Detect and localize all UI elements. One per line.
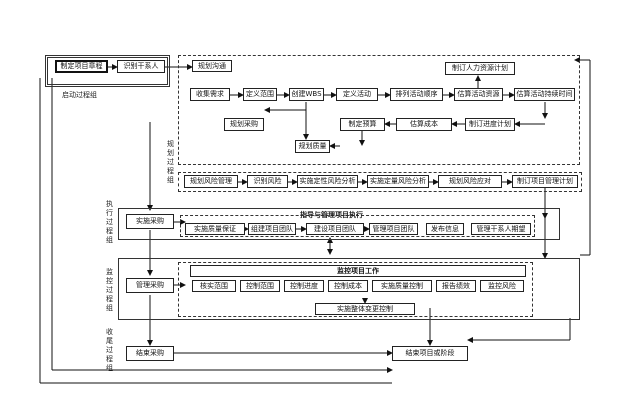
plan-procurement-box: 规划采购 — [224, 118, 264, 131]
schedule-box: 制订进度计划 — [465, 118, 515, 131]
resources-box: 估算活动资源 — [454, 88, 503, 101]
requirements-box: 收集需求 — [190, 88, 230, 101]
plan-quality-box: 规划质量 — [295, 140, 330, 153]
monitoring-label: 监控过程组 — [106, 268, 113, 312]
monitoring-inner-frame — [178, 262, 533, 317]
executing-frame — [118, 208, 560, 240]
risk-response-box: 规划风险应对 — [438, 175, 502, 188]
report-performance-box: 报告绩效 — [436, 280, 476, 292]
verify-scope-box: 核实范围 — [192, 280, 236, 292]
admin-procurement-box: 管理采购 — [126, 278, 174, 293]
closing-label: 收尾过程组 — [106, 328, 113, 372]
hr-plan-box: 制订人力资源计划 — [445, 62, 515, 75]
integrated-change-box: 实施整体变更控制 — [315, 303, 415, 315]
budget-box: 制定预算 — [340, 118, 385, 131]
manage-team-box: 管理项目团队 — [369, 223, 418, 235]
qual-risk-box: 实施定性风险分析 — [297, 175, 358, 188]
executing-label: 执行过程组 — [106, 200, 113, 244]
control-schedule-box: 控制进度 — [284, 280, 324, 292]
direct-manage-title: 指导与管理项目执行 — [300, 211, 363, 219]
risk-frame — [178, 172, 582, 192]
develop-charter-box: 制定项目章程 — [55, 60, 108, 73]
estimate-cost-box: 估算成本 — [396, 118, 452, 131]
risk-mgmt-box: 规划风险管理 — [184, 175, 238, 188]
distribute-info-box: 发布信息 — [426, 223, 464, 235]
conduct-procurement-box: 实施采购 — [126, 214, 174, 229]
monitoring-frame — [118, 258, 580, 320]
close-project-box: 结束项目或阶段 — [392, 346, 468, 361]
stakeholder-expectations-box: 管理干系人期望 — [471, 223, 531, 235]
control-cost-box: 控制成本 — [328, 280, 368, 292]
plan-comm-box: 规划沟通 — [192, 60, 232, 72]
acquire-team-box: 组建项目团队 — [248, 223, 296, 235]
pm-plan-box: 制订项目管理计划 — [512, 175, 578, 188]
control-scope-box: 控制范围 — [240, 280, 280, 292]
sequence-box: 排列活动顺序 — [390, 88, 443, 101]
activities-box: 定义活动 — [336, 88, 378, 101]
develop-team-box: 建设项目团队 — [306, 223, 364, 235]
initiating-frame — [45, 55, 170, 87]
initiating-label: 启动过程组 — [62, 91, 97, 99]
risk-id-box: 识别风险 — [247, 175, 288, 188]
scope-box: 定义范围 — [243, 88, 277, 101]
quant-risk-box: 实施定量风险分析 — [367, 175, 429, 188]
identify-stakeholders-box: 识别干系人 — [117, 60, 165, 73]
wbs-box: 创建WBS — [289, 88, 324, 101]
planning-label: 规划过程组 — [167, 140, 174, 184]
close-procurement-box: 结束采购 — [126, 346, 174, 361]
monitor-risk-box: 监控风险 — [480, 280, 524, 292]
executing-inner-frame — [180, 215, 535, 237]
monitor-work-box: 监控项目工作 — [190, 265, 526, 277]
durations-box: 估算活动持续时间 — [514, 88, 575, 101]
planning-frame — [178, 55, 580, 165]
quality-control-box: 实施质量控制 — [372, 280, 432, 292]
qa-box: 实施质量保证 — [185, 223, 245, 235]
